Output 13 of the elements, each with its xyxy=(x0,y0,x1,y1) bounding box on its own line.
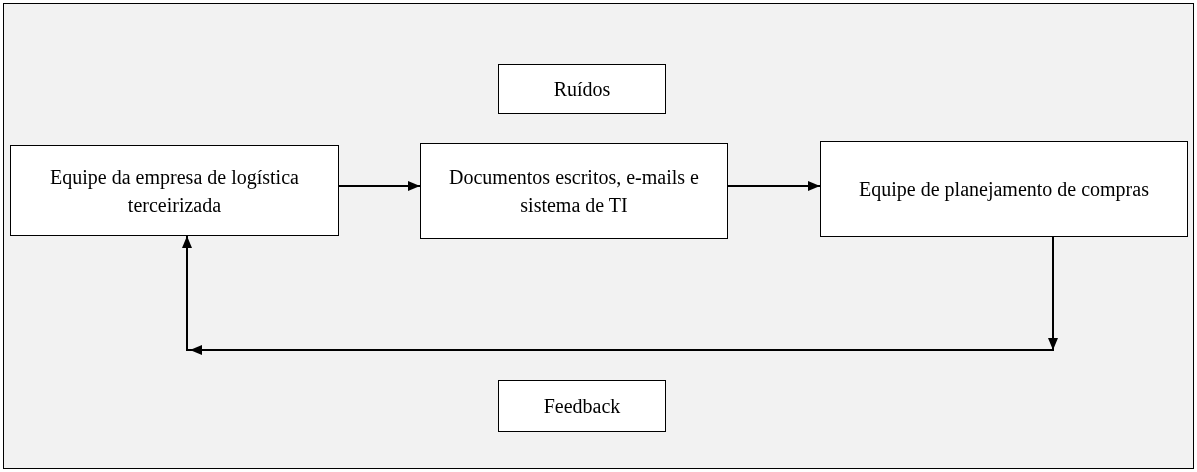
process-box xyxy=(10,145,339,236)
box-label: Equipe de planejamento de compras xyxy=(859,177,1149,203)
box-label: Equipe da empresa de logística terceirizada xyxy=(49,164,300,218)
box-label: Documentos escritos, e-mails e sistema de TI xyxy=(448,165,700,218)
process-box xyxy=(820,141,1188,237)
box-label: Ruídos xyxy=(553,77,611,102)
arrow xyxy=(727,181,821,191)
box-label: Feedback xyxy=(543,394,621,419)
arrow xyxy=(182,235,1058,355)
process-box xyxy=(498,380,666,432)
process-box xyxy=(498,64,666,114)
process-box xyxy=(420,143,728,239)
arrow xyxy=(338,181,421,191)
